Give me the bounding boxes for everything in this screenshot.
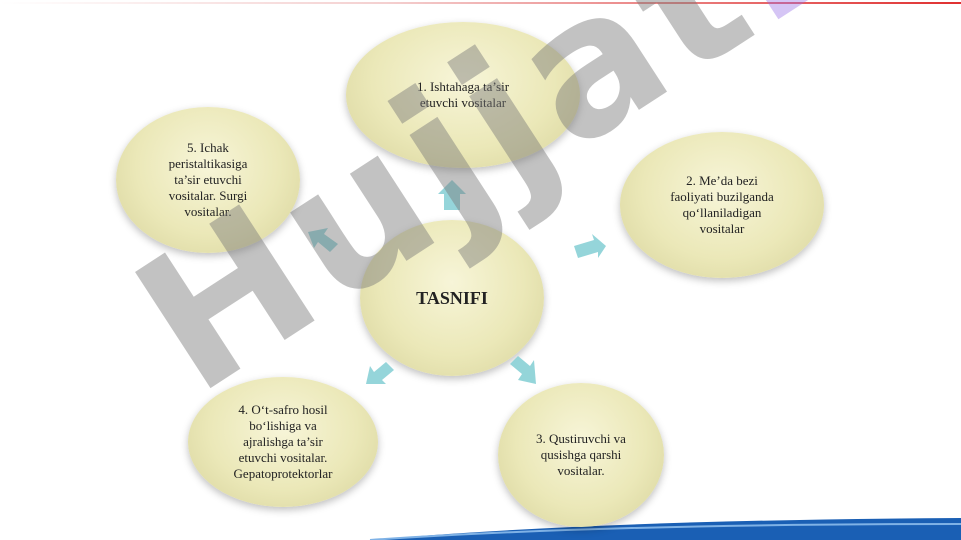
arrow-downleft-icon: [366, 362, 394, 384]
node-1-label: 1. Ishtahaga ta’sir etuvchi vositalar: [416, 79, 510, 110]
arrow-right-icon: [574, 234, 606, 258]
arrow-up-icon: [438, 180, 466, 210]
node-5-label: 5. Ichak peristaltikasiga ta’sir etuvchi…: [168, 140, 248, 219]
arrow-upleft-icon: [308, 228, 338, 252]
center-label: TASNIFI: [416, 288, 488, 308]
node-3: 3. Qustiruvchi va qusishga qarshi vosita…: [498, 383, 664, 527]
node-2-label: 2. Me’da bezi faoliyati buzilganda qo‘ll…: [670, 173, 774, 236]
top-accent-line: [0, 2, 961, 4]
arrow-downright-icon: [510, 356, 536, 384]
center-node: TASNIFI: [360, 220, 544, 376]
node-1: 1. Ishtahaga ta’sir etuvchi vositalar: [346, 22, 580, 168]
node-4-label: 4. O‘t-safro hosil bo‘lishiga va ajralis…: [233, 402, 333, 481]
node-3-label: 3. Qustiruvchi va qusishga qarshi vosita…: [536, 431, 626, 478]
node-2: 2. Me’da bezi faoliyati buzilganda qo‘ll…: [620, 132, 824, 278]
node-4: 4. O‘t-safro hosil bo‘lishiga va ajralis…: [188, 377, 378, 507]
node-5: 5. Ichak peristaltikasiga ta’sir etuvchi…: [116, 107, 300, 253]
